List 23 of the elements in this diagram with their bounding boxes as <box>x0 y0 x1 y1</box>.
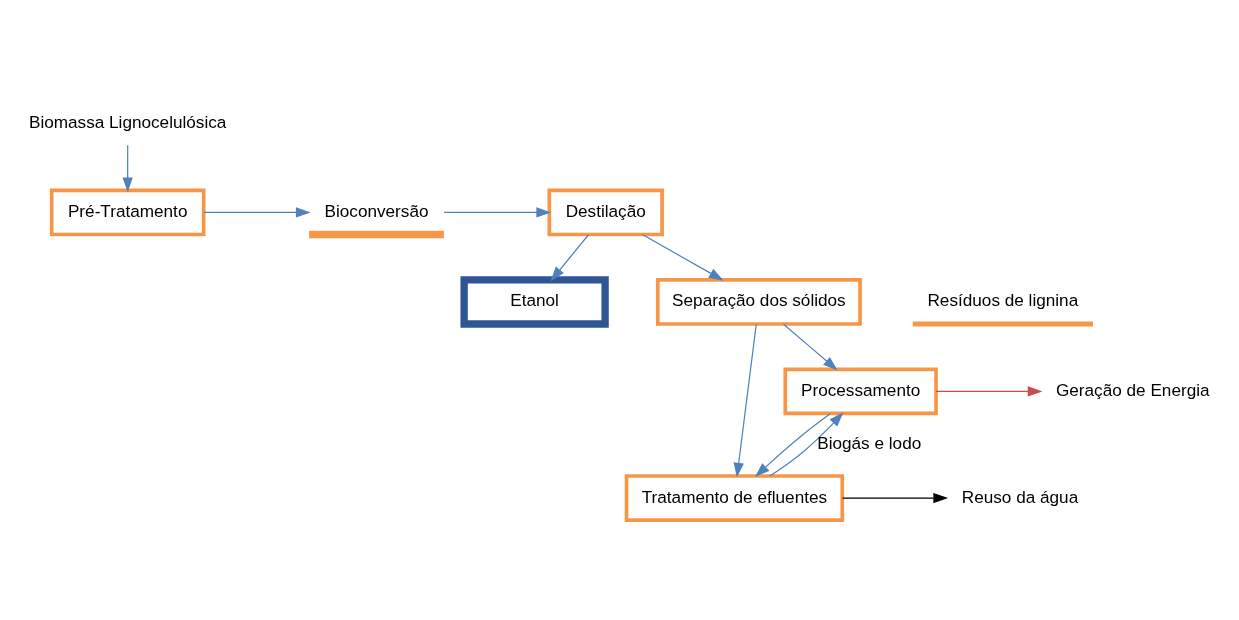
arrow <box>641 233 724 281</box>
arrow <box>935 385 1043 397</box>
node-box: Processamento <box>783 367 938 415</box>
node-box: Pré-Tratamento <box>49 188 206 236</box>
arrow <box>443 206 552 218</box>
arrow <box>769 411 844 477</box>
arrow <box>782 323 838 370</box>
node-text: Bioconversão <box>324 200 429 221</box>
arrow <box>122 144 133 192</box>
node-box: Etanol <box>460 275 609 328</box>
edge-label: Biogás e lodo <box>817 432 922 453</box>
node-box: Destilação <box>547 188 664 236</box>
node-text: Geração de Energia <box>1055 379 1210 400</box>
arrow <box>842 492 949 503</box>
arrow <box>203 206 311 218</box>
arrow <box>550 233 590 281</box>
node-text: Resíduos de lignina <box>927 289 1079 310</box>
arrow <box>755 412 831 477</box>
arrow <box>733 323 757 478</box>
node-text: Reuso da água <box>961 486 1079 507</box>
node-box: Tratamento de efluentes <box>624 473 845 522</box>
node-box: Separação dos sólidos <box>655 277 862 326</box>
node-text: Biomassa Lignocelulósica <box>28 111 227 131</box>
